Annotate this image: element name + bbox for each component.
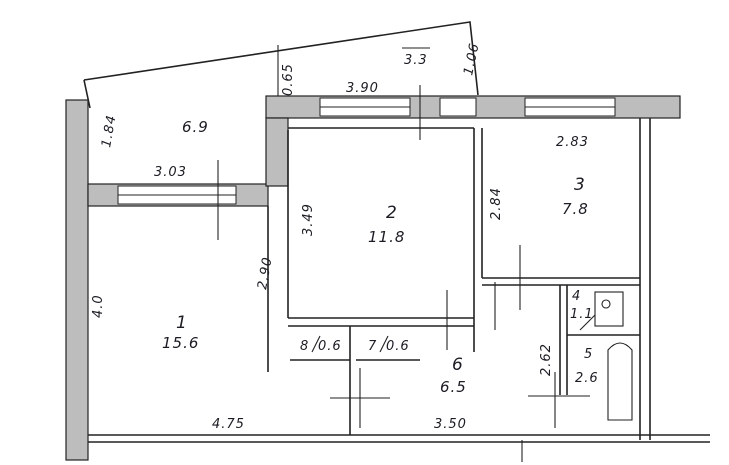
room-7-number: 7: [368, 339, 377, 354]
dim-balcony-right: 1.06: [461, 41, 483, 76]
room-1-number: 1: [176, 313, 187, 333]
room-8-number: 8: [300, 339, 309, 354]
room-6-number: 6: [452, 355, 463, 375]
dim-top-center: 3.90: [346, 81, 379, 96]
room-3-number: 3: [574, 175, 585, 195]
room-1-area: 15.6: [162, 334, 199, 352]
room-7-area: 0.6: [386, 339, 410, 354]
dim-corridor: 2.62: [539, 343, 554, 376]
dim-bottom-left: 4.75: [212, 417, 245, 432]
dim-room1-right: 2.90: [255, 256, 275, 291]
dim-balcony-top-left: 0.65: [281, 63, 296, 96]
room-2-number: 2: [386, 203, 397, 223]
dim-room2-left: 3.49: [301, 203, 316, 236]
dim-room2-right: 2.84: [489, 187, 504, 220]
room-2-area: 11.8: [368, 228, 405, 246]
balcony-wall: [87, 183, 269, 207]
room-6-area: 6.5: [440, 378, 467, 396]
top-wall: [265, 95, 681, 119]
dim-bottom-right: 3.50: [434, 417, 467, 432]
room-5-area: 2.6: [575, 371, 599, 386]
room-balcony-area: 6.9: [182, 118, 209, 136]
room-4-area: 1.1: [570, 307, 594, 322]
dim-room3-top: 2.83: [556, 135, 589, 150]
dim-room1-left: 4.0: [91, 294, 106, 318]
room-4-number: 4: [572, 289, 581, 304]
closet-walls: [290, 326, 420, 435]
room-7-slash: [379, 335, 389, 353]
dim-top-right: 3.3: [404, 53, 428, 68]
bathroom-walls: [482, 277, 640, 421]
bottom-wall: [88, 434, 710, 443]
dim-balcony-left: 1.84: [99, 114, 119, 149]
interior-walls: [265, 117, 651, 440]
door-marks: [217, 85, 596, 462]
left-wall: [65, 99, 89, 461]
dim-balcony-bottom: 3.03: [154, 165, 187, 180]
room-8-slash: [311, 335, 321, 353]
room-5-number: 5: [584, 347, 593, 362]
balcony-outline: [83, 21, 479, 109]
room-3-area: 7.8: [562, 200, 589, 218]
room-8-area: 0.6: [318, 339, 342, 354]
